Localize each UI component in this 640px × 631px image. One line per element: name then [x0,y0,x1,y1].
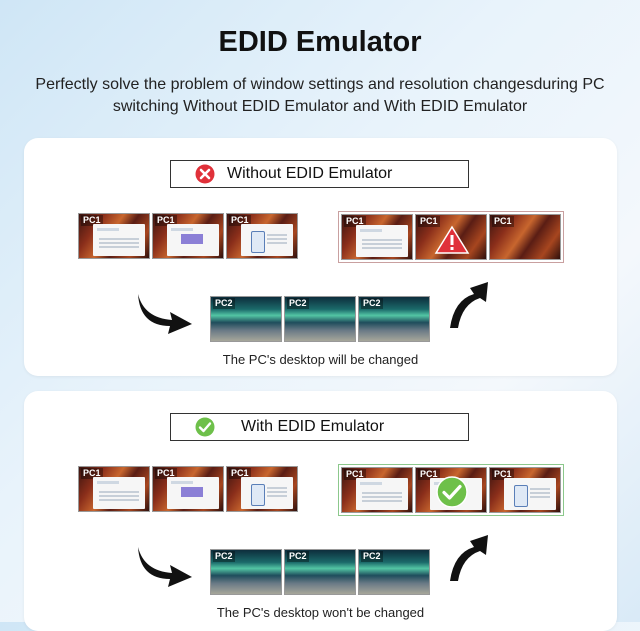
pc-tag: PC2 [287,551,309,562]
pc1-screens-result: PC1 PC1 PC1 [338,464,564,516]
section-label: With EDID Emulator [241,418,385,435]
pc-tag: PC2 [213,551,235,562]
pc-tag: PC1 [155,215,177,226]
pc1-screen: PC1 [489,467,561,513]
pc-tag: PC2 [287,298,309,309]
pc-tag: PC2 [361,298,383,309]
pc-tag: PC1 [418,469,440,480]
pc1-screen: PC1 [226,213,298,259]
check-icon [436,476,468,508]
pc-tag: PC1 [229,215,251,226]
pc1-screens-left: PC1 PC1 PC1 [78,466,300,512]
pc-tag: PC2 [361,551,383,562]
pc1-screen: PC1 [78,466,150,512]
pc2-screen: PC2 [358,296,430,342]
pc2-screen: PC2 [210,549,282,595]
pc1-screen: PC1 [152,213,224,259]
section-label: Without EDID Emulator [227,165,393,182]
pc2-screens: PC2 PC2 PC2 [210,549,432,595]
pc-tag: PC1 [81,468,103,479]
pc-tag: PC1 [492,469,514,480]
section-caption: The PC's desktop won't be changed [216,605,425,620]
pc2-screen: PC2 [210,296,282,342]
pc1-screen: PC1 [341,214,413,260]
pc-tag: PC1 [155,468,177,479]
pc1-screen: PC1 [341,467,413,513]
pc2-screen: PC2 [358,549,430,595]
pc1-screens-left: PC1 PC1 PC1 [78,213,300,259]
curved-arrow-down-icon [138,294,192,334]
pc-tag: PC1 [229,468,251,479]
pc2-screens: PC2 PC2 PC2 [210,296,432,342]
pc-tag: PC1 [418,216,440,227]
pc1-screen: PC1 [489,214,561,260]
pc-tag: PC2 [213,298,235,309]
pc1-screen: PC1 [415,214,487,260]
page-subtitle: Perfectly solve the problem of window se… [35,76,605,115]
red-x-icon [195,164,215,184]
warning-icon [434,225,470,254]
pc1-screen: PC1 [78,213,150,259]
page-title: EDID Emulator [218,26,422,58]
curved-arrow-up-icon [450,535,488,581]
pc1-screens-result: PC1 PC1 PC1 [338,211,564,263]
pc-tag: PC1 [492,216,514,227]
pc2-screen: PC2 [284,549,356,595]
pc1-screen: PC1 [415,467,487,513]
section-label-box: Without EDID Emulator [170,160,469,188]
green-check-icon [195,417,215,437]
curved-arrow-down-icon [138,547,192,587]
pc1-screen: PC1 [226,466,298,512]
pc-tag: PC1 [344,216,366,227]
pc-tag: PC1 [344,469,366,480]
section-label-box: With EDID Emulator [170,413,469,441]
curved-arrow-up-icon [450,282,488,328]
pc1-screen: PC1 [152,466,224,512]
panel-without-emulator: Without EDID Emulator PC1 PC1 PC1 PC1 PC… [24,138,617,376]
pc2-screen: PC2 [284,296,356,342]
section-caption: The PC's desktop will be changed [222,352,419,367]
pc-tag: PC1 [81,215,103,226]
panel-with-emulator: With EDID Emulator PC1 PC1 PC1 PC1 PC1 P… [24,391,617,631]
